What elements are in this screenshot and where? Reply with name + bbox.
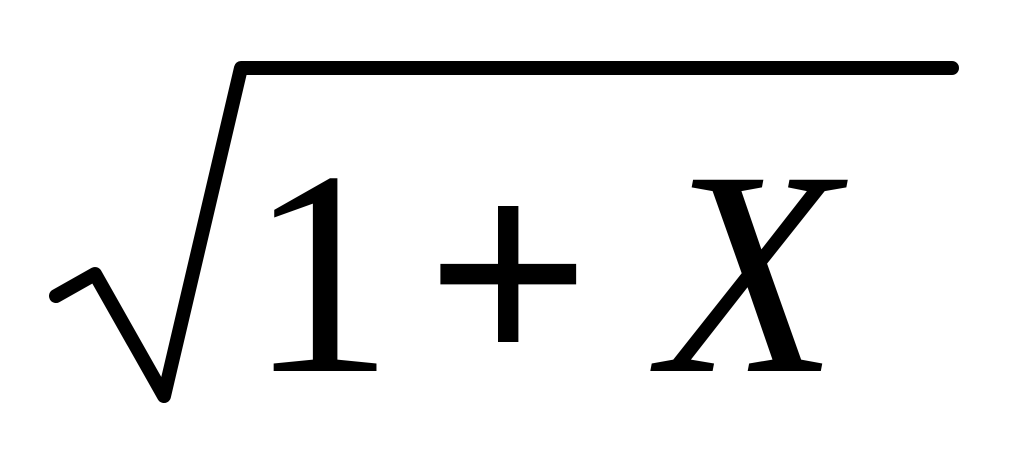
formula-variable-x: X	[660, 112, 839, 435]
formula-plus-operator: +	[425, 112, 592, 435]
radical-hook	[49, 61, 959, 403]
formula-term-one: 1	[248, 112, 394, 435]
